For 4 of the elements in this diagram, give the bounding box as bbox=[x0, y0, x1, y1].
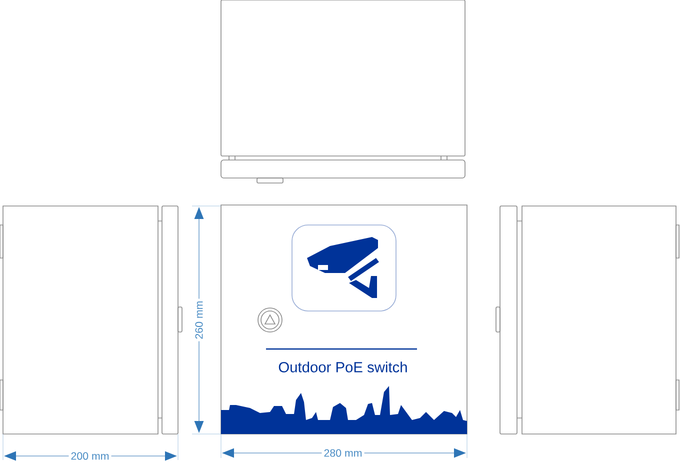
dimension-label: 200 mm bbox=[68, 450, 112, 462]
dimension-label: 260 mm bbox=[193, 298, 205, 342]
dimension-label: 280 mm bbox=[322, 447, 364, 459]
panel-label: Outdoor PoE switch bbox=[278, 362, 407, 372]
